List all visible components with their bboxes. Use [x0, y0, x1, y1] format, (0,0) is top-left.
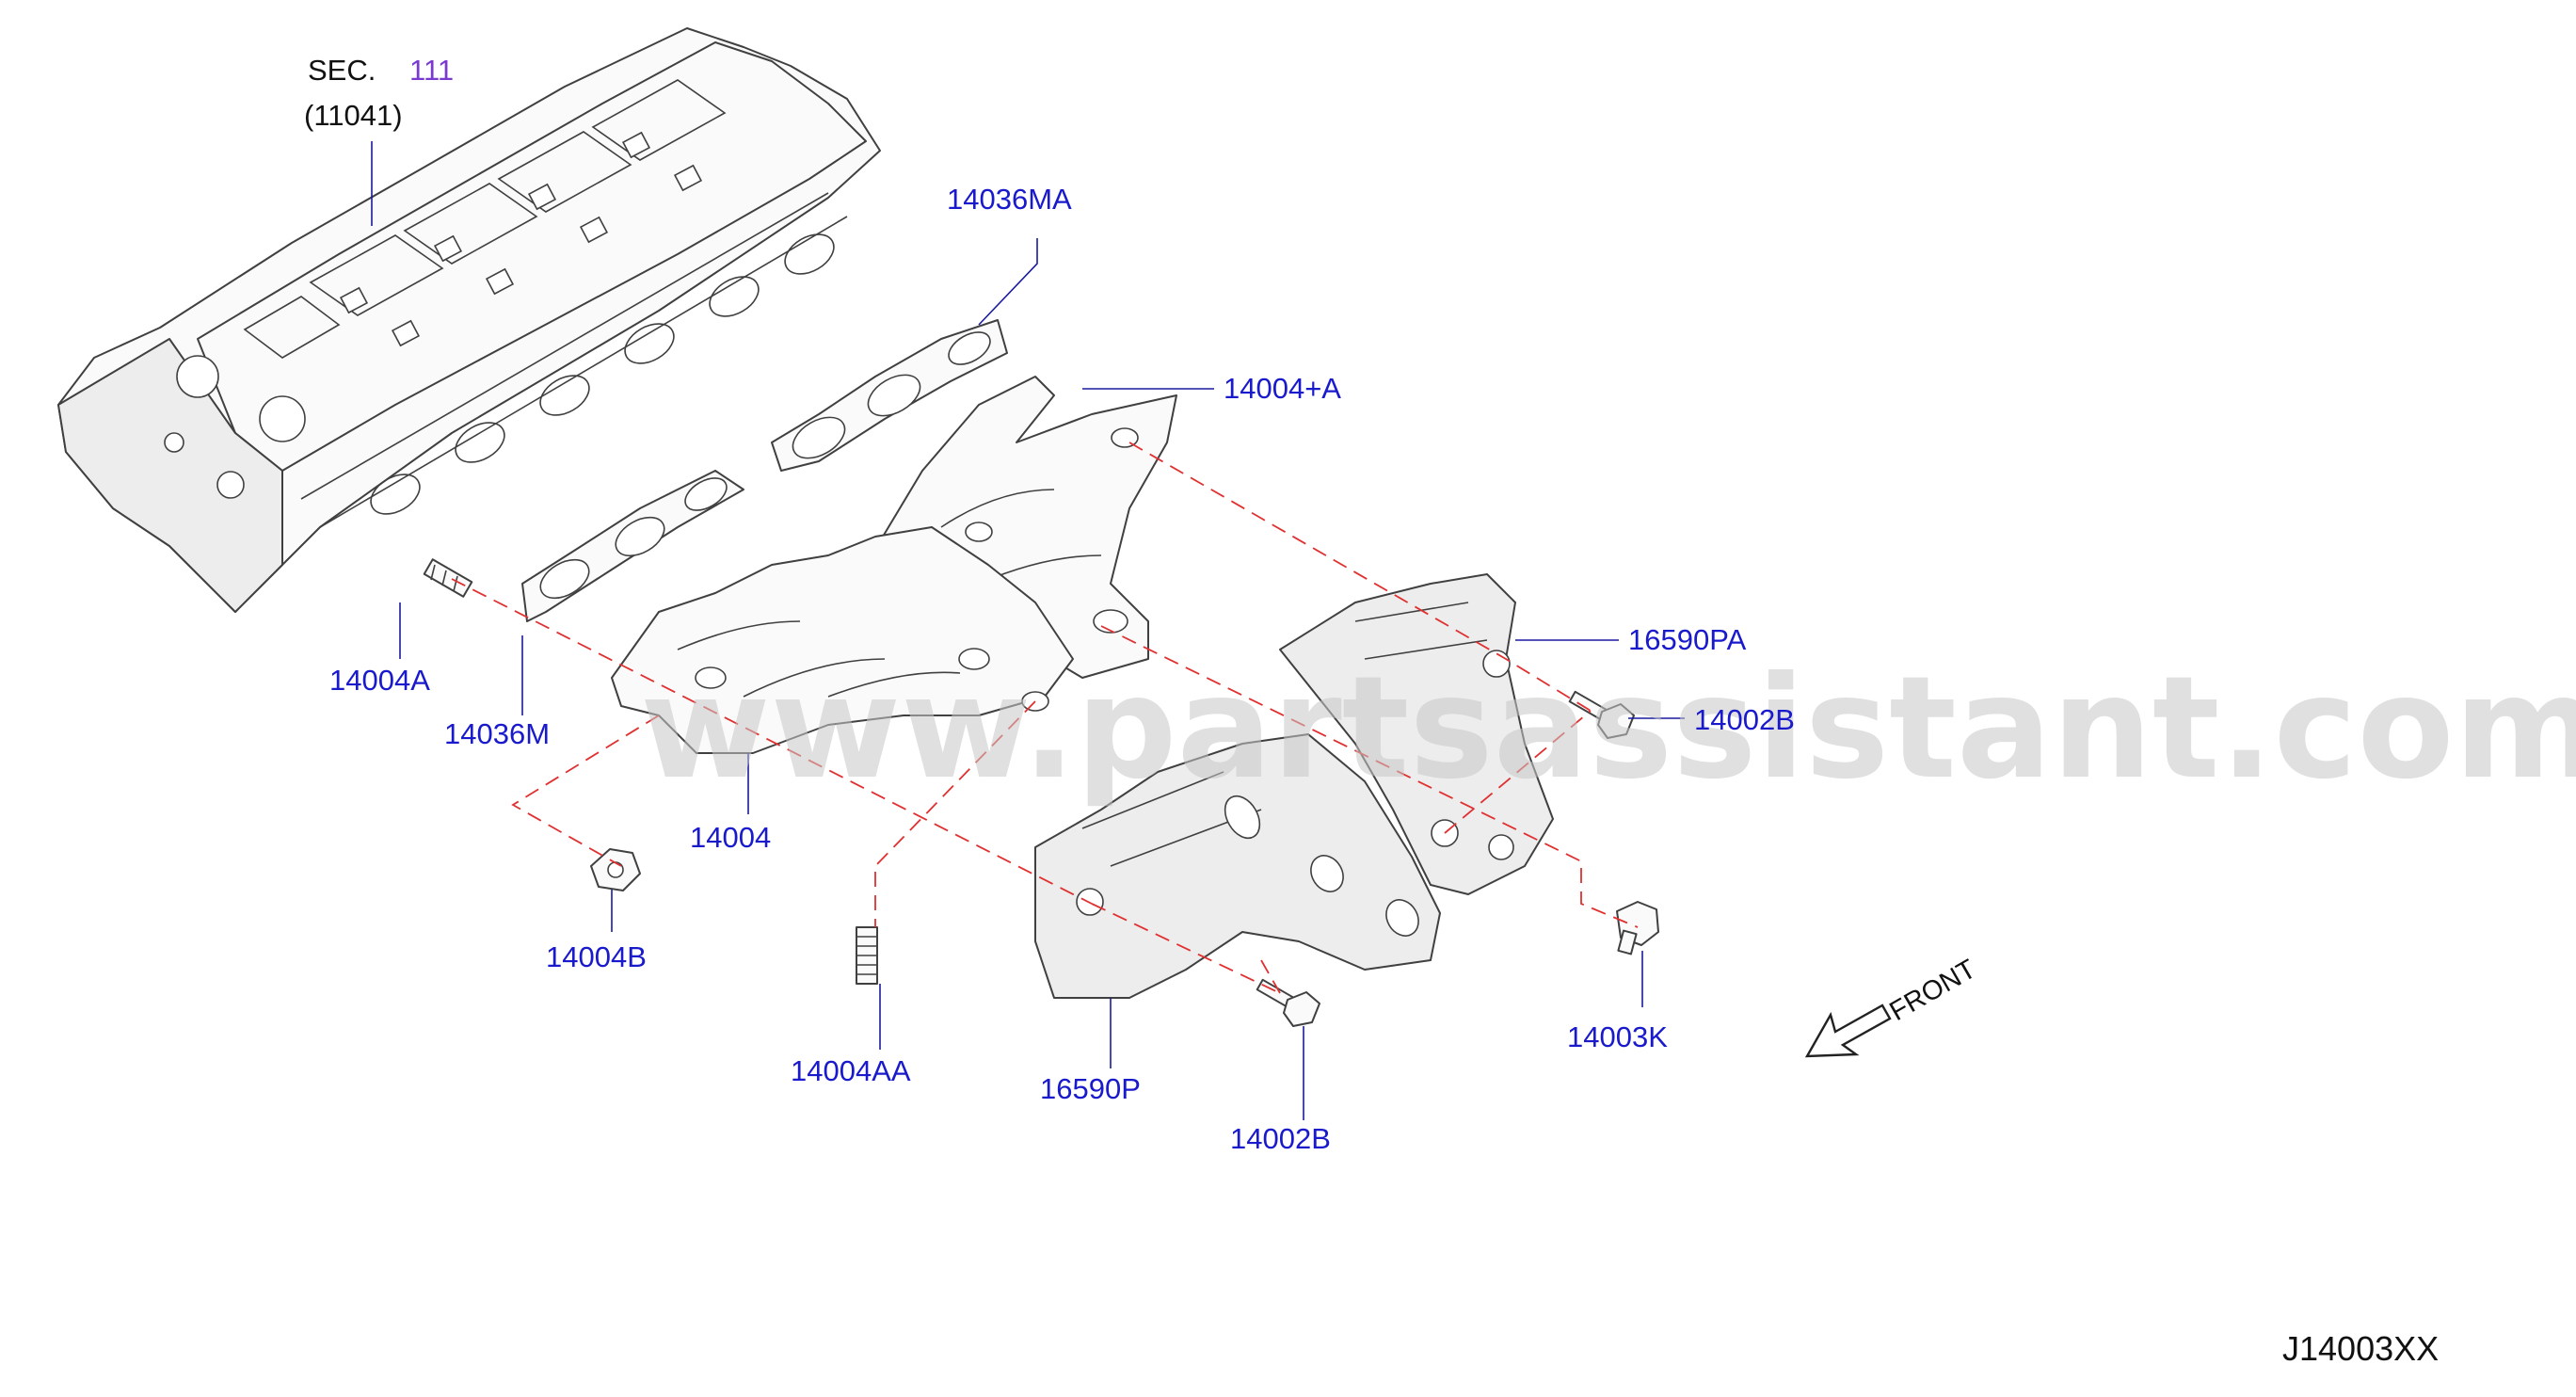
bolt-14002b-lower: [1256, 978, 1320, 1027]
label-14003k: 14003K: [1567, 1020, 1668, 1053]
label-14002b-upper: 14002B: [1694, 703, 1795, 736]
stud-14004a: [423, 558, 473, 598]
label-14036ma: 14036MA: [947, 183, 1072, 216]
label-14004b: 14004B: [546, 940, 647, 973]
gasket-upper: [771, 319, 1008, 472]
label-16590p: 16590P: [1040, 1072, 1141, 1105]
label-14004: 14004: [690, 821, 771, 854]
label-14004a: 14004A: [329, 664, 430, 697]
bolt-14003k: [1616, 901, 1659, 955]
heat-insulator-lower: [1034, 733, 1441, 999]
assembly-lines: [451, 442, 1639, 994]
label-14036m: 14036M: [444, 717, 550, 750]
leader-lines: [371, 141, 1685, 1120]
front-label: FRONT: [1885, 954, 1982, 1027]
watermark: www.partsassistant.com: [640, 647, 2576, 811]
cylinder-head: [57, 27, 881, 613]
nut-14004b: [590, 848, 641, 891]
section-number: 111: [409, 54, 454, 87]
diagram-code: J14003XX: [2282, 1329, 2439, 1368]
label-14004aa: 14004AA: [791, 1054, 911, 1087]
bolt-14002b-upper: [1568, 690, 1635, 739]
section-ref: (11041): [304, 99, 403, 132]
label-14004-plus-a: 14004+A: [1224, 372, 1341, 405]
label-14002b-lower: 14002B: [1230, 1122, 1331, 1155]
manifold-lower: [611, 526, 1074, 754]
front-indicator: FRONT: [1804, 954, 1982, 1058]
labels: SEC. 111 (11041) 14036MA 14004+A 16590PA…: [304, 54, 1795, 1155]
gasket-lower: [521, 470, 744, 622]
stud-14004aa: [856, 926, 878, 985]
label-16590pa: 16590PA: [1628, 623, 1747, 656]
front-arrow-icon: [1804, 1004, 1892, 1058]
section-prefix: SEC.: [308, 54, 376, 87]
